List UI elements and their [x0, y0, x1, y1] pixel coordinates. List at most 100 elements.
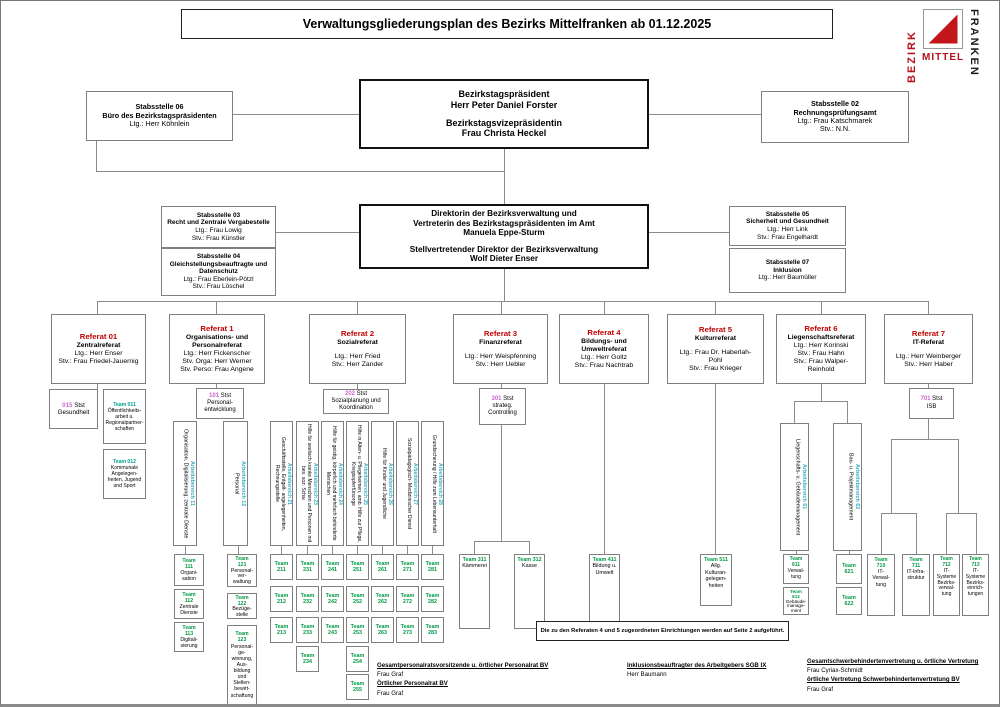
title-box: Verwaltungsgliederungsplan des Bezirks M…	[181, 9, 833, 39]
connector-line-37	[881, 513, 882, 554]
connector-line-36	[881, 513, 917, 514]
connector-line-49	[407, 546, 408, 554]
logo-center: MITTEL	[922, 9, 964, 83]
logo-sail-icon	[923, 9, 964, 49]
connector-line-50	[432, 546, 433, 554]
connector-line-34	[891, 439, 892, 513]
connector-line-48	[382, 546, 383, 554]
connector-line-12	[501, 301, 502, 314]
connector-line-46	[332, 546, 333, 554]
footer-personalrat: Gesamtpersonalratsvorsitzende u. örtlich…	[377, 662, 549, 697]
footer-inklusion: Inklusionsbeauftragter des Arbeitgebers …	[627, 662, 767, 679]
connector-line-32	[928, 419, 929, 439]
connector-line-28	[794, 401, 848, 402]
connector-line-41	[976, 513, 977, 554]
connector-line-1	[649, 114, 761, 115]
connector-line-35	[958, 439, 959, 513]
connector-line-27	[821, 384, 822, 401]
logo-text-franken: FRANKEN	[968, 9, 981, 77]
connector-line-5	[276, 232, 359, 233]
connector-line-2	[504, 149, 505, 204]
connector-line-31	[928, 384, 929, 388]
connector-line-43	[238, 546, 239, 554]
connector-line-13	[604, 301, 605, 314]
logo-text-bezirk: BEZIRK	[906, 30, 918, 83]
connector-line-44	[281, 546, 282, 554]
logo-text-mittel: MITTEL	[922, 52, 965, 63]
bezirk-mittelfranken-logo: BEZIRK MITTEL FRANKEN	[906, 9, 994, 83]
connector-line-39	[946, 513, 977, 514]
connector-line-47	[357, 546, 358, 554]
connector-line-8	[97, 301, 929, 302]
connector-line-22	[474, 541, 530, 542]
connector-line-4	[96, 171, 505, 172]
connector-line-7	[504, 269, 505, 302]
note-einrichtungen: Die zu den Referaten 4 und 5 zugeordnete…	[536, 621, 789, 641]
connector-line-19	[357, 384, 358, 389]
connector-line-15	[821, 301, 822, 314]
footer-schwerbehinderte: Gesamtschwerbehindertenvertretung u. ört…	[807, 658, 979, 693]
connector-line-18	[216, 384, 217, 388]
connector-line-11	[357, 301, 358, 314]
connector-line-9	[97, 301, 98, 314]
connector-line-20	[501, 384, 502, 388]
connector-line-51	[796, 551, 797, 554]
connector-line-3	[96, 141, 97, 172]
connector-line-21	[501, 425, 502, 541]
connector-line-23	[474, 541, 475, 554]
connector-line-6	[649, 232, 729, 233]
connector-line-33	[891, 439, 959, 440]
